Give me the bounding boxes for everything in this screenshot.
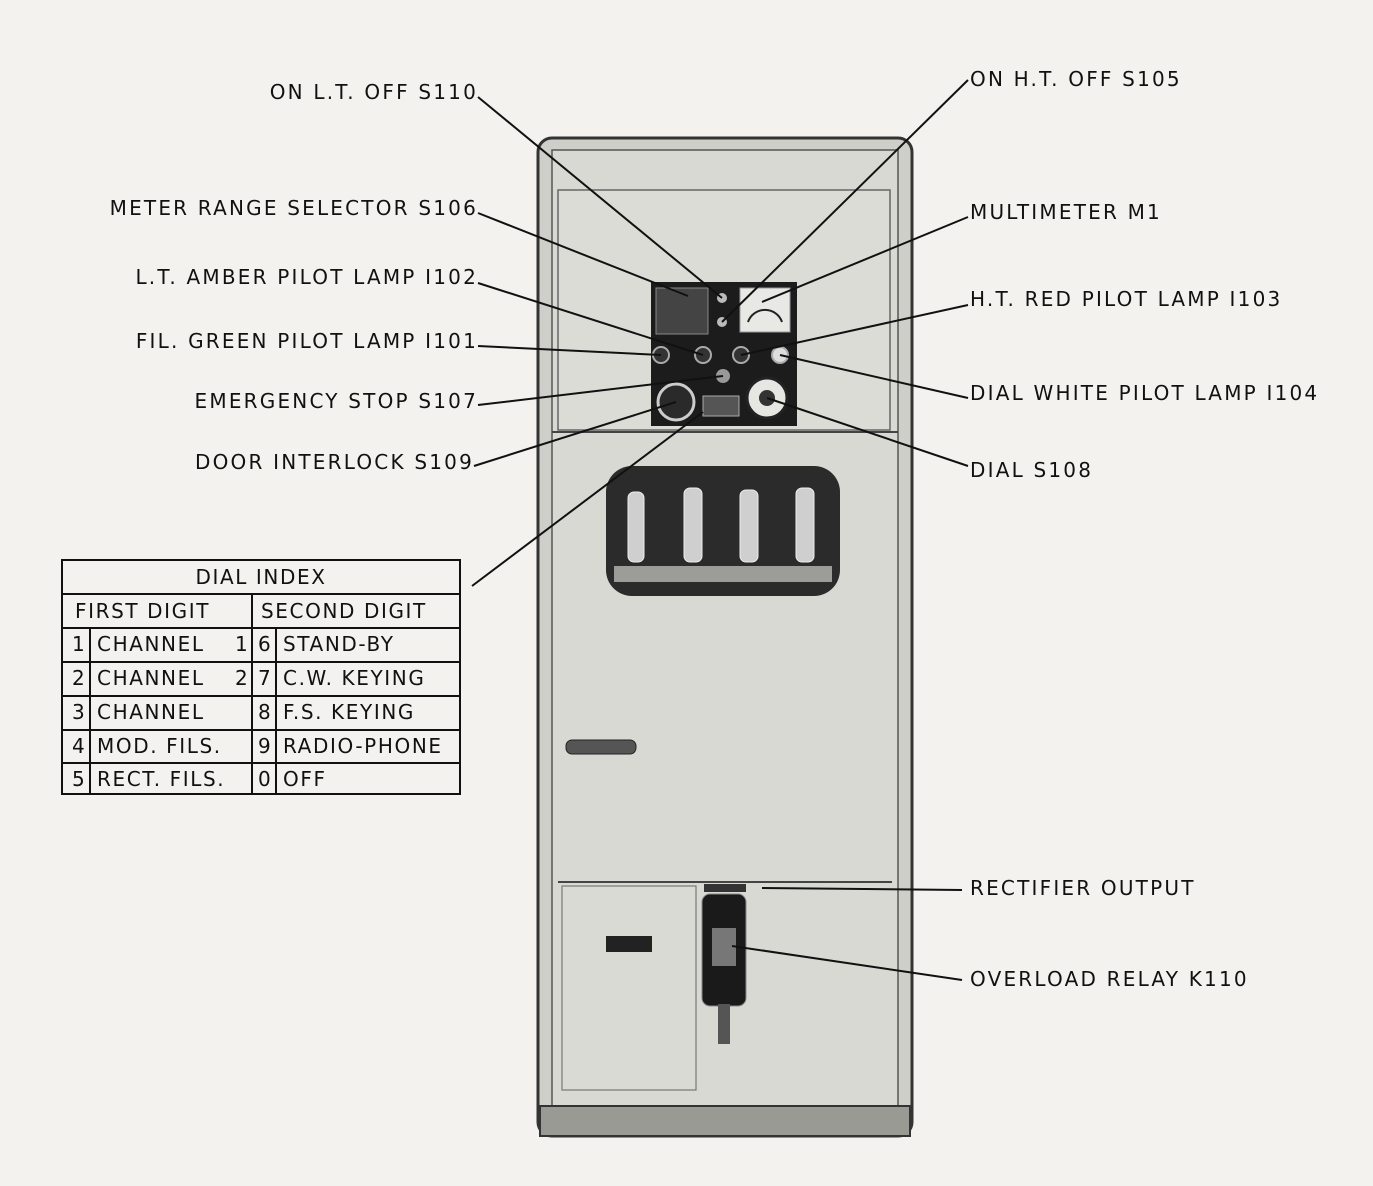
first-digit: 2: [72, 666, 87, 690]
second-digit: 0: [258, 767, 273, 791]
label-door-interlock-s109: DOOR INTERLOCK S109: [194, 450, 474, 474]
first-digit-value: MOD. FILS.: [97, 734, 222, 758]
label-lt-amber-pilot-lamp-i102: L.T. AMBER PILOT LAMP I102: [135, 265, 478, 289]
first-digit: 5: [72, 767, 87, 791]
first-digit-value: CHANNEL: [97, 700, 205, 724]
dial-index-row: 5 RECT. FILS. 0 OFF: [63, 762, 459, 795]
label-dial-white-pilot-lamp-i104: DIAL WHITE PILOT LAMP I104: [970, 381, 1320, 405]
second-digit: 7: [258, 666, 273, 690]
channel-number: 2: [235, 666, 250, 690]
second-digit-value: F.S. KEYING: [283, 700, 415, 724]
dial-index-row: 3 CHANNEL 8 F.S. KEYING: [63, 695, 459, 728]
dial-index-row: 4 MOD. FILS. 9 RADIO-PHONE: [63, 729, 459, 762]
dial-index-row: 1 CHANNEL 1 6 STAND-BY: [63, 627, 459, 660]
dial-index-title: DIAL INDEX: [195, 565, 327, 589]
first-digit: 1: [72, 632, 87, 656]
dial-index-row: 2 CHANNEL 2 7 C.W. KEYING: [63, 661, 459, 694]
label-on-lt-off-s110: ON L.T. OFF S110: [269, 80, 478, 104]
label-on-ht-off-s105: ON H.T. OFF S105: [970, 67, 1182, 91]
label-fil-green-pilot-lamp-i101: FIL. GREEN PILOT LAMP I101: [135, 329, 478, 353]
first-digit: 4: [72, 734, 87, 758]
second-digit-header: SECOND DIGIT: [261, 599, 427, 623]
second-digit-value: C.W. KEYING: [283, 666, 426, 690]
label-emergency-stop-s107: EMERGENCY STOP S107: [194, 389, 478, 413]
first-digit: 3: [72, 700, 87, 724]
channel-number: 1: [235, 632, 250, 656]
label-ht-red-pilot-lamp-i103: H.T. RED PILOT LAMP I103: [970, 287, 1283, 311]
valve-window: [606, 466, 840, 596]
cabinet: [536, 136, 914, 1138]
label-overload-relay-k110: OVERLOAD RELAY K110: [970, 967, 1249, 991]
label-meter-range-selector-s106: METER RANGE SELECTOR S106: [109, 196, 478, 220]
second-digit: 9: [258, 734, 273, 758]
label-rectifier-output: RECTIFIER OUTPUT: [970, 876, 1196, 900]
second-digit-value: OFF: [283, 767, 327, 791]
label-multimeter-m1: MULTIMETER M1: [970, 200, 1162, 224]
second-digit-value: RADIO-PHONE: [283, 734, 443, 758]
first-digit-value: RECT. FILS.: [97, 767, 226, 791]
first-digit-header: FIRST DIGIT: [75, 599, 211, 623]
leader-lines: [471, 79, 969, 981]
first-digit-value: CHANNEL: [97, 632, 205, 656]
second-digit-value: STAND-BY: [283, 632, 395, 656]
control-panel: [651, 282, 797, 426]
first-digit-value: CHANNEL: [97, 666, 205, 690]
second-digit: 6: [258, 632, 273, 656]
dial-index-table: DIAL INDEX FIRST DIGIT SECOND DIGIT 1 CH…: [61, 559, 461, 795]
label-dial-s108: DIAL S108: [970, 458, 1094, 482]
second-digit: 8: [258, 700, 273, 724]
